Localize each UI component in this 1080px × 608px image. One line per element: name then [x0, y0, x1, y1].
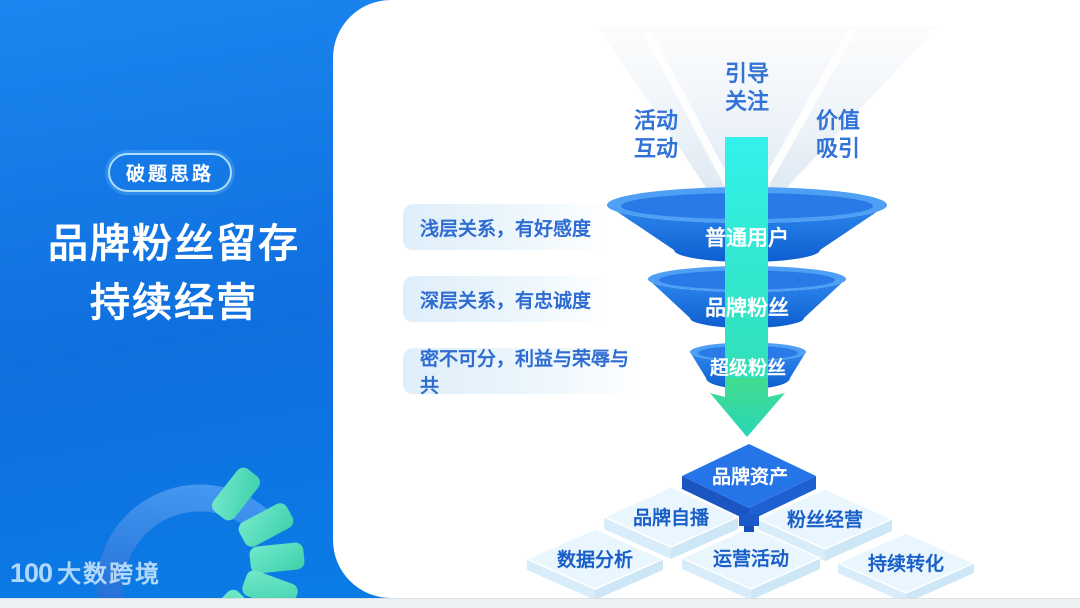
title-line-2: 持续经营	[90, 281, 258, 325]
tile-label: 持续转化	[868, 552, 944, 575]
platform-tile	[680, 526, 822, 600]
bottom-strip	[0, 598, 1080, 608]
title-line-1: 品牌粉丝留存	[48, 222, 300, 266]
logo-100-icon: 100	[10, 558, 53, 588]
tile-label: 粉丝经营	[787, 508, 863, 531]
entry-label-activity: 活动 互动	[633, 108, 678, 161]
funnel-spout-icon	[739, 514, 759, 526]
logo-text: 大数跨境	[57, 561, 162, 588]
tile-label: 品牌自播	[633, 506, 710, 529]
topic-badge: 破题思路	[108, 153, 232, 192]
platform-tile	[836, 532, 976, 603]
down-arrow-icon	[710, 378, 785, 437]
brand-spinner-graphic	[96, 467, 305, 598]
brand-asset-label: 品牌资产	[712, 465, 788, 488]
brand-asset-box	[682, 444, 816, 532]
funnel-layer-label: 品牌粉丝	[705, 296, 789, 320]
tile-label: 运营活动	[713, 547, 789, 570]
spinner-ring-icon	[96, 484, 304, 598]
platform-tile	[525, 528, 665, 600]
funnel-layer-label: 普通用户	[705, 226, 789, 250]
funnel-layer-label: 超级粉丝	[709, 356, 786, 379]
glow-line-right-icon	[760, 30, 854, 190]
tile-label: 数据分析	[557, 548, 633, 571]
entry-label-guide: 引导 关注	[724, 61, 769, 114]
annotation-pill-2: 深层关系，有忠诚度	[403, 276, 611, 322]
spinner-blades-icon	[211, 467, 305, 598]
glow-line-left-icon	[644, 30, 733, 190]
platform-tile	[602, 486, 740, 559]
annotation-pill-3: 密不可分，利益与荣辱与共	[403, 348, 643, 397]
watermark-logo: 100 大数跨境	[10, 554, 161, 589]
funnel-glow	[598, 26, 938, 198]
funnel-stream-bar	[725, 137, 768, 384]
platform-tile	[756, 488, 894, 561]
entry-label-value: 价值 吸引	[815, 108, 860, 161]
annotation-pill-1: 浅层关系，有好感度	[403, 204, 611, 250]
page-title: 品牌粉丝留存 持续经营	[0, 215, 348, 333]
